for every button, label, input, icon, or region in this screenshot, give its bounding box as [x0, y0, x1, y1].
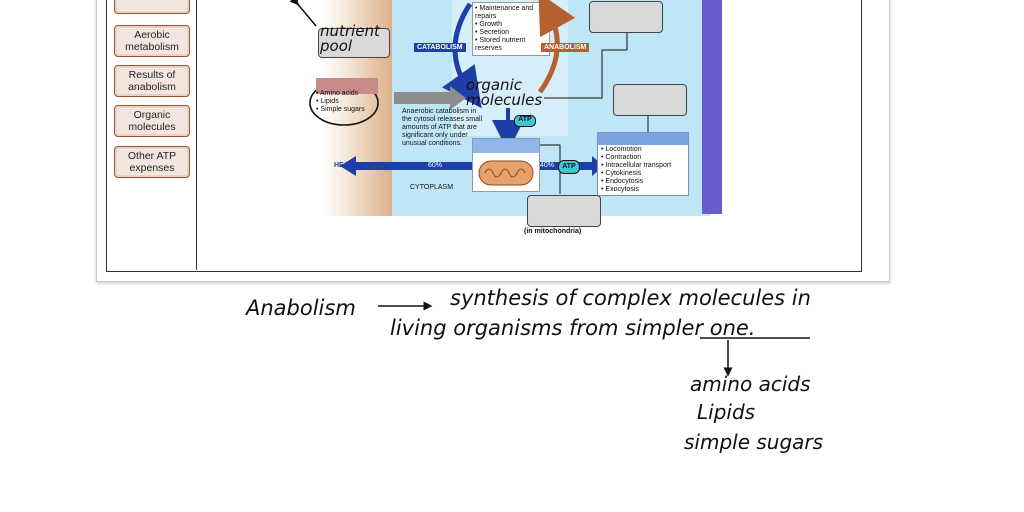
- list-item: Intracellular transport: [601, 162, 685, 170]
- pct-60-label: 60%: [428, 162, 443, 169]
- grey-arrow-body: [394, 92, 450, 104]
- handwritten-arrow: [289, 0, 317, 27]
- term-label: Results of anabolism: [128, 69, 176, 93]
- term-box-other-atp-expenses[interactable]: Other ATP expenses: [114, 146, 190, 178]
- heat-arrow-body: [356, 162, 472, 170]
- handwritten-definition-line1: synthesis of complex molecules in: [450, 286, 811, 310]
- handwritten-example-2: Lipids: [697, 400, 756, 424]
- mitochondria-box: [472, 138, 540, 192]
- list-item: Amino acids: [316, 90, 376, 98]
- term-box-results-of-anabolism[interactable]: Results of anabolism: [114, 65, 190, 97]
- list-item: Growth: [475, 21, 547, 29]
- heat-label: HEAT: [334, 162, 353, 169]
- handwritten-organic-molecules: organic molecules: [466, 76, 543, 109]
- cytoplasm-label: CYTOPLASM: [410, 184, 454, 191]
- panel-divider: [196, 0, 197, 270]
- list-item: Lipids: [316, 98, 376, 106]
- handwritten-anabolism: Anabolism: [246, 296, 356, 320]
- term-box-organic-molecules[interactable]: Organic molecules: [114, 105, 190, 137]
- term-box-partial[interactable]: [114, 0, 190, 14]
- anaerobic-text: Anaerobic catabolism in the cytosol rele…: [402, 108, 483, 147]
- mitochondrion-icon: [478, 160, 534, 186]
- anabolism-label: ANABOLISM: [541, 43, 590, 52]
- term-label: Other ATP expenses: [127, 150, 177, 174]
- list-item: Locomotion: [601, 146, 685, 154]
- list-item: Contraction: [601, 154, 685, 162]
- nutrient-pool-blank[interactable]: [318, 28, 390, 58]
- term-label: Aerobic metabolism: [125, 29, 179, 53]
- handwritten-definition-line2: living organisms from simpler one.: [390, 316, 756, 340]
- nutrient-list: Amino acids Lipids Simple sugars: [316, 90, 376, 114]
- maintenance-list-box: Maintenance and repairs Growth Secretion…: [472, 2, 550, 56]
- catabolism-label: CATABOLISM: [414, 43, 466, 52]
- blank-drop-target-middle[interactable]: [613, 84, 687, 116]
- blank-drop-target-top[interactable]: [589, 1, 663, 33]
- list-item: Simple sugars: [316, 106, 376, 114]
- handwritten-example-1: amino acids: [690, 372, 811, 396]
- handwritten-nutrient-pool: nutrient pool: [320, 22, 380, 55]
- handwritten-example-3: simple sugars: [684, 430, 824, 454]
- cell-membrane-bar: [702, 0, 722, 214]
- list-item: Stored nutrient reserves: [475, 37, 547, 53]
- list-item: Maintenance and repairs: [475, 5, 547, 21]
- in-mitochondria-label: (in mitochondria): [524, 228, 582, 235]
- list-item: Endocytosis: [601, 178, 685, 186]
- atp-uses-box: Locomotion Contraction Intracellular tra…: [597, 132, 689, 196]
- pct-40-label: 40%: [540, 162, 555, 169]
- atp-oval-right: ATP: [558, 160, 580, 174]
- blank-drop-target-bottom[interactable]: [527, 195, 601, 227]
- atp-oval-top: ATP: [514, 115, 536, 127]
- grey-arrow-head: [450, 86, 466, 110]
- heat-arrow-head: [340, 156, 356, 176]
- term-box-aerobic-metabolism[interactable]: Aerobic metabolism: [114, 25, 190, 57]
- list-item: Cytokinesis: [601, 170, 685, 178]
- list-item: Secretion: [475, 29, 547, 37]
- term-label: Organic molecules: [128, 109, 176, 133]
- list-item: Exocytosis: [601, 186, 685, 194]
